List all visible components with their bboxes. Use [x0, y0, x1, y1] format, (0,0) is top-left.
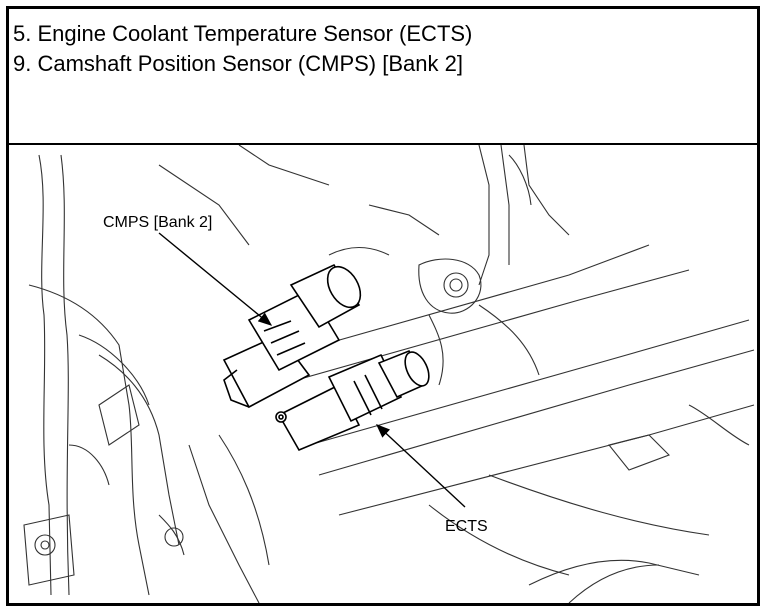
- cmps-leader-arrow: [158, 232, 273, 326]
- ects-sensor-drawing: [275, 349, 430, 452]
- ects-callout-label: ECTS: [445, 518, 488, 535]
- diagram-frame: 5. Engine Coolant Temperature Sensor (EC…: [6, 6, 760, 606]
- cmps-sensor-drawing: [222, 263, 362, 409]
- engine-background-lines: [23, 145, 755, 603]
- legend-header: 5. Engine Coolant Temperature Sensor (EC…: [9, 9, 757, 145]
- cmps-callout-label: CMPS [Bank 2]: [103, 214, 212, 231]
- legend-item-ects: 5. Engine Coolant Temperature Sensor (EC…: [13, 21, 473, 46]
- legend-item-cmps: 9. Camshaft Position Sensor (CMPS) [Bank…: [13, 51, 463, 76]
- ects-leader-arrow: [375, 424, 466, 508]
- engine-illustration: CMPS [Bank 2] ECTS: [9, 145, 757, 603]
- engine-drawing: CMPS [Bank 2] ECTS: [23, 145, 755, 603]
